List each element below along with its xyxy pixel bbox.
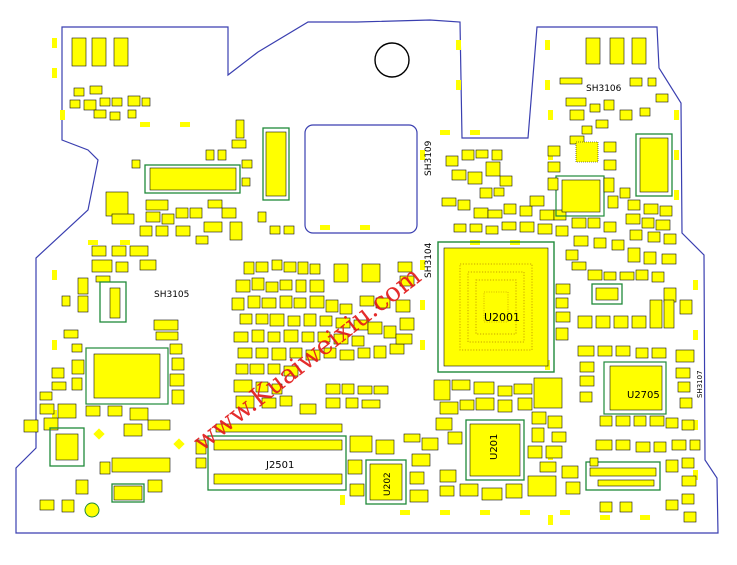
pmic-area bbox=[347, 377, 581, 505]
label-u202: U202 bbox=[383, 472, 393, 496]
left-components bbox=[61, 191, 295, 353]
chip-u2705 bbox=[577, 345, 701, 523]
bottom-left-components bbox=[23, 419, 171, 518]
label-sh3104: SH3104 bbox=[424, 242, 434, 278]
connector-j2501 bbox=[195, 423, 347, 491]
ribbon-connector-top bbox=[131, 119, 253, 194]
right-mid-components bbox=[547, 133, 693, 341]
shield-dashes-left bbox=[52, 38, 698, 525]
top-right-connectors bbox=[559, 37, 669, 145]
label-u201: U201 bbox=[489, 434, 500, 460]
top-left-connectors bbox=[69, 37, 151, 121]
flex-connector-vertical bbox=[262, 127, 290, 201]
board-outline bbox=[15, 19, 719, 534]
mounting-hole bbox=[374, 42, 410, 78]
chip-u-left bbox=[39, 319, 185, 437]
label-sh3105: SH3105 bbox=[154, 290, 189, 300]
label-u2705: U2705 bbox=[627, 390, 660, 401]
bottom-right-connector bbox=[589, 457, 599, 467]
shield-window bbox=[304, 124, 418, 234]
central-cluster bbox=[231, 259, 415, 415]
label-u2001: U2001 bbox=[484, 311, 520, 324]
soc-u2001 bbox=[437, 241, 555, 373]
soc-top-components bbox=[441, 149, 569, 237]
label-j2501: J2501 bbox=[265, 460, 294, 471]
silkscreen-labels: SH3105 SH3106 SH3109 SH3104 SH3107 U2001… bbox=[154, 84, 704, 496]
label-sh3107: SH3107 bbox=[696, 370, 704, 398]
label-sh3109: SH3109 bbox=[424, 140, 434, 176]
label-sh3106: SH3106 bbox=[586, 84, 622, 94]
